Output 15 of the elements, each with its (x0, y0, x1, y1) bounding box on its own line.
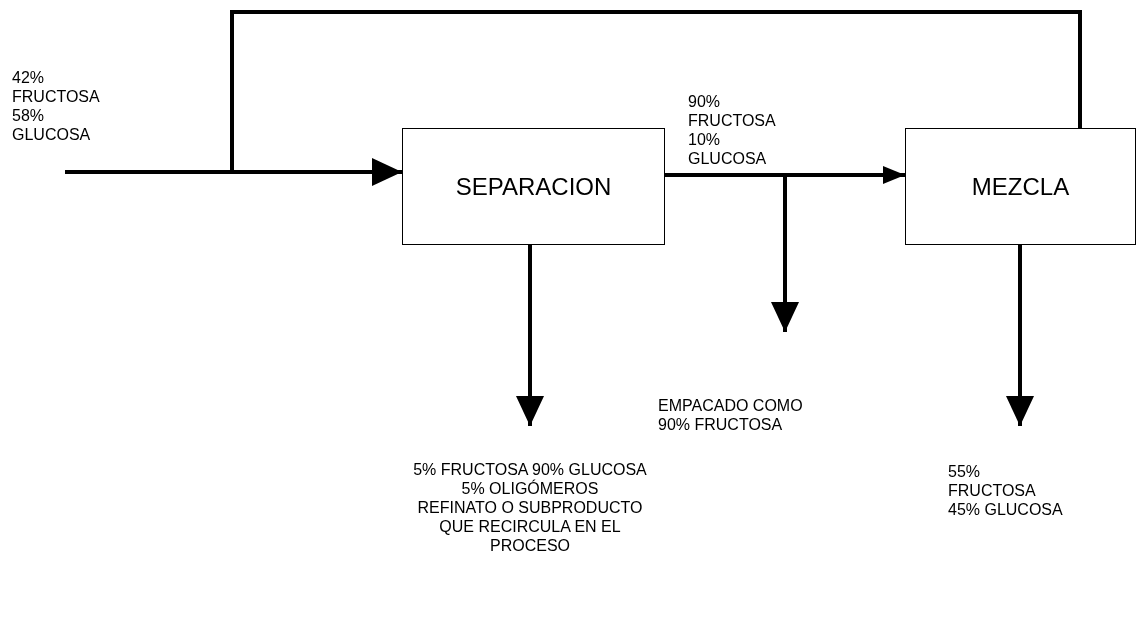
process-label: MEZCLA (971, 172, 1070, 201)
stream-composition-text: 55% FRUCTOSA 45% GLUCOSA (948, 462, 1064, 519)
process-box (905, 128, 1136, 245)
edge-label: 90% FRUCTOSA 10% GLUCOSA (688, 92, 777, 168)
stream-composition-text: EMPACADO COMO 90% FRUCTOSA (658, 396, 804, 434)
process-label: SEPARACION (455, 172, 612, 201)
arrow (665, 173, 799, 332)
stream-composition-text: 5% FRUCTOSA 90% GLUCOSA 5% OLIGÓMEROS (412, 460, 648, 498)
process-box (402, 128, 665, 245)
arrow (516, 245, 544, 426)
arrow (1006, 245, 1034, 426)
stream-composition-text: REFINATO O SUBPRODUCTO QUE RECIRCULA EN EL PROCESO (416, 498, 644, 555)
edge-label: 42% FRUCTOSA 58% GLUCOSA (12, 68, 101, 144)
arrow (65, 158, 402, 186)
connector-line (230, 10, 1082, 172)
